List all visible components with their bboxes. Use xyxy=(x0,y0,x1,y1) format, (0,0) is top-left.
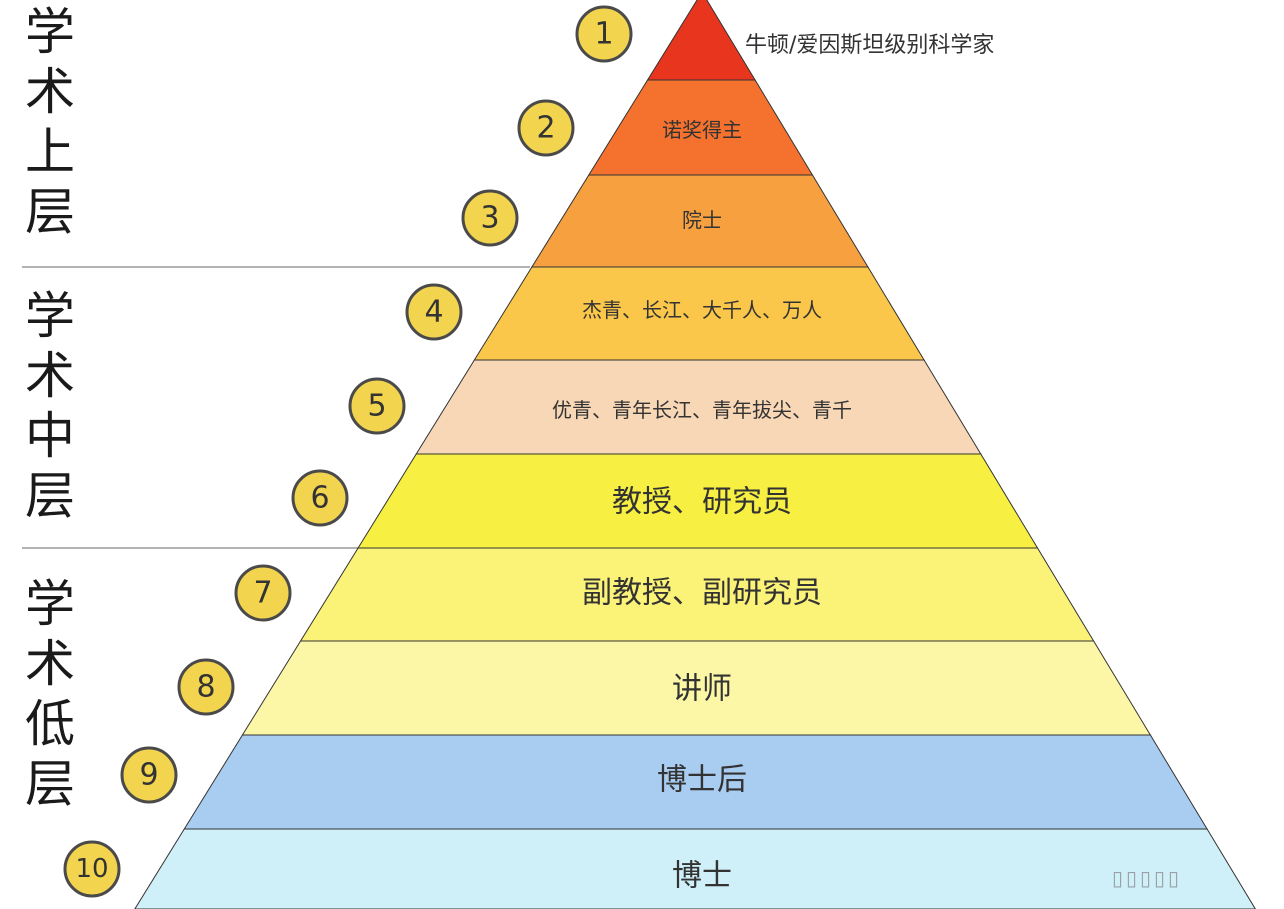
number-badge-5 xyxy=(348,377,406,435)
number-badge-label-8: 8 xyxy=(196,670,215,705)
pyramid-tiers xyxy=(134,0,1256,909)
number-badge-label-9: 9 xyxy=(139,758,158,793)
tier-label-10: 博士 xyxy=(672,859,732,894)
number-badge-2 xyxy=(517,99,575,157)
side-title-upper: 学 术 上 层 xyxy=(20,2,80,242)
side-char: 学 xyxy=(25,575,75,633)
tier-label-7: 副教授、副研究员 xyxy=(582,576,822,611)
number-badge-label-4: 4 xyxy=(424,295,443,330)
tier-label-3: 院士 xyxy=(682,208,722,232)
pyramid-tier-10 xyxy=(134,828,1256,909)
side-char: 术 xyxy=(25,635,75,693)
pyramid-tier-1 xyxy=(646,0,756,81)
number-badge-label-2: 2 xyxy=(536,111,555,146)
tier-labels: 诺奖得主院士杰青、长江、大千人、万人优青、青年长江、青年拔尖、青千教授、研究员副… xyxy=(552,118,852,894)
number-badge-label-10: 10 xyxy=(75,854,108,884)
number-badge-4 xyxy=(405,283,463,341)
side-char: 层 xyxy=(25,183,75,241)
side-char: 术 xyxy=(25,63,75,121)
number-badge-10 xyxy=(63,840,121,898)
side-title-middle: 学 术 中 层 xyxy=(20,286,80,526)
number-badge-6 xyxy=(291,469,349,527)
side-char: 中 xyxy=(25,407,75,465)
number-badge-8 xyxy=(177,658,235,716)
tier-label-5: 优青、青年长江、青年拔尖、青千 xyxy=(552,398,852,422)
tier-label-9: 博士后 xyxy=(657,763,747,798)
top-tier-caption: 牛顿/爱因斯坦级别科学家 xyxy=(745,33,995,58)
number-badge-7 xyxy=(234,564,292,622)
side-char: 层 xyxy=(25,467,75,525)
side-char: 层 xyxy=(25,755,75,813)
side-char: 学 xyxy=(25,3,75,61)
number-badge-label-1: 1 xyxy=(594,17,613,52)
tier-label-8: 讲师 xyxy=(672,672,732,707)
watermark-text: ▯▯▯▯▯ xyxy=(1112,866,1183,890)
side-title-lower: 学 术 低 层 xyxy=(20,574,80,814)
number-badge-3 xyxy=(461,189,519,247)
number-badge-1 xyxy=(575,5,633,63)
tier-label-4: 杰青、长江、大千人、万人 xyxy=(582,298,822,322)
side-char: 低 xyxy=(25,695,75,753)
side-char: 上 xyxy=(25,123,75,181)
number-badge-label-7: 7 xyxy=(253,576,272,611)
number-badge-9 xyxy=(120,746,178,804)
side-char: 学 xyxy=(25,287,75,345)
number-badge-label-6: 6 xyxy=(310,481,329,516)
number-badge-label-3: 3 xyxy=(480,201,499,236)
side-char: 术 xyxy=(25,347,75,405)
tier-label-6: 教授、研究员 xyxy=(612,485,792,520)
number-badge-label-5: 5 xyxy=(367,389,386,424)
tier-label-2: 诺奖得主 xyxy=(662,118,742,142)
number-badges: 1 2 3 4 5 6 7 8 9 10 xyxy=(63,5,633,898)
